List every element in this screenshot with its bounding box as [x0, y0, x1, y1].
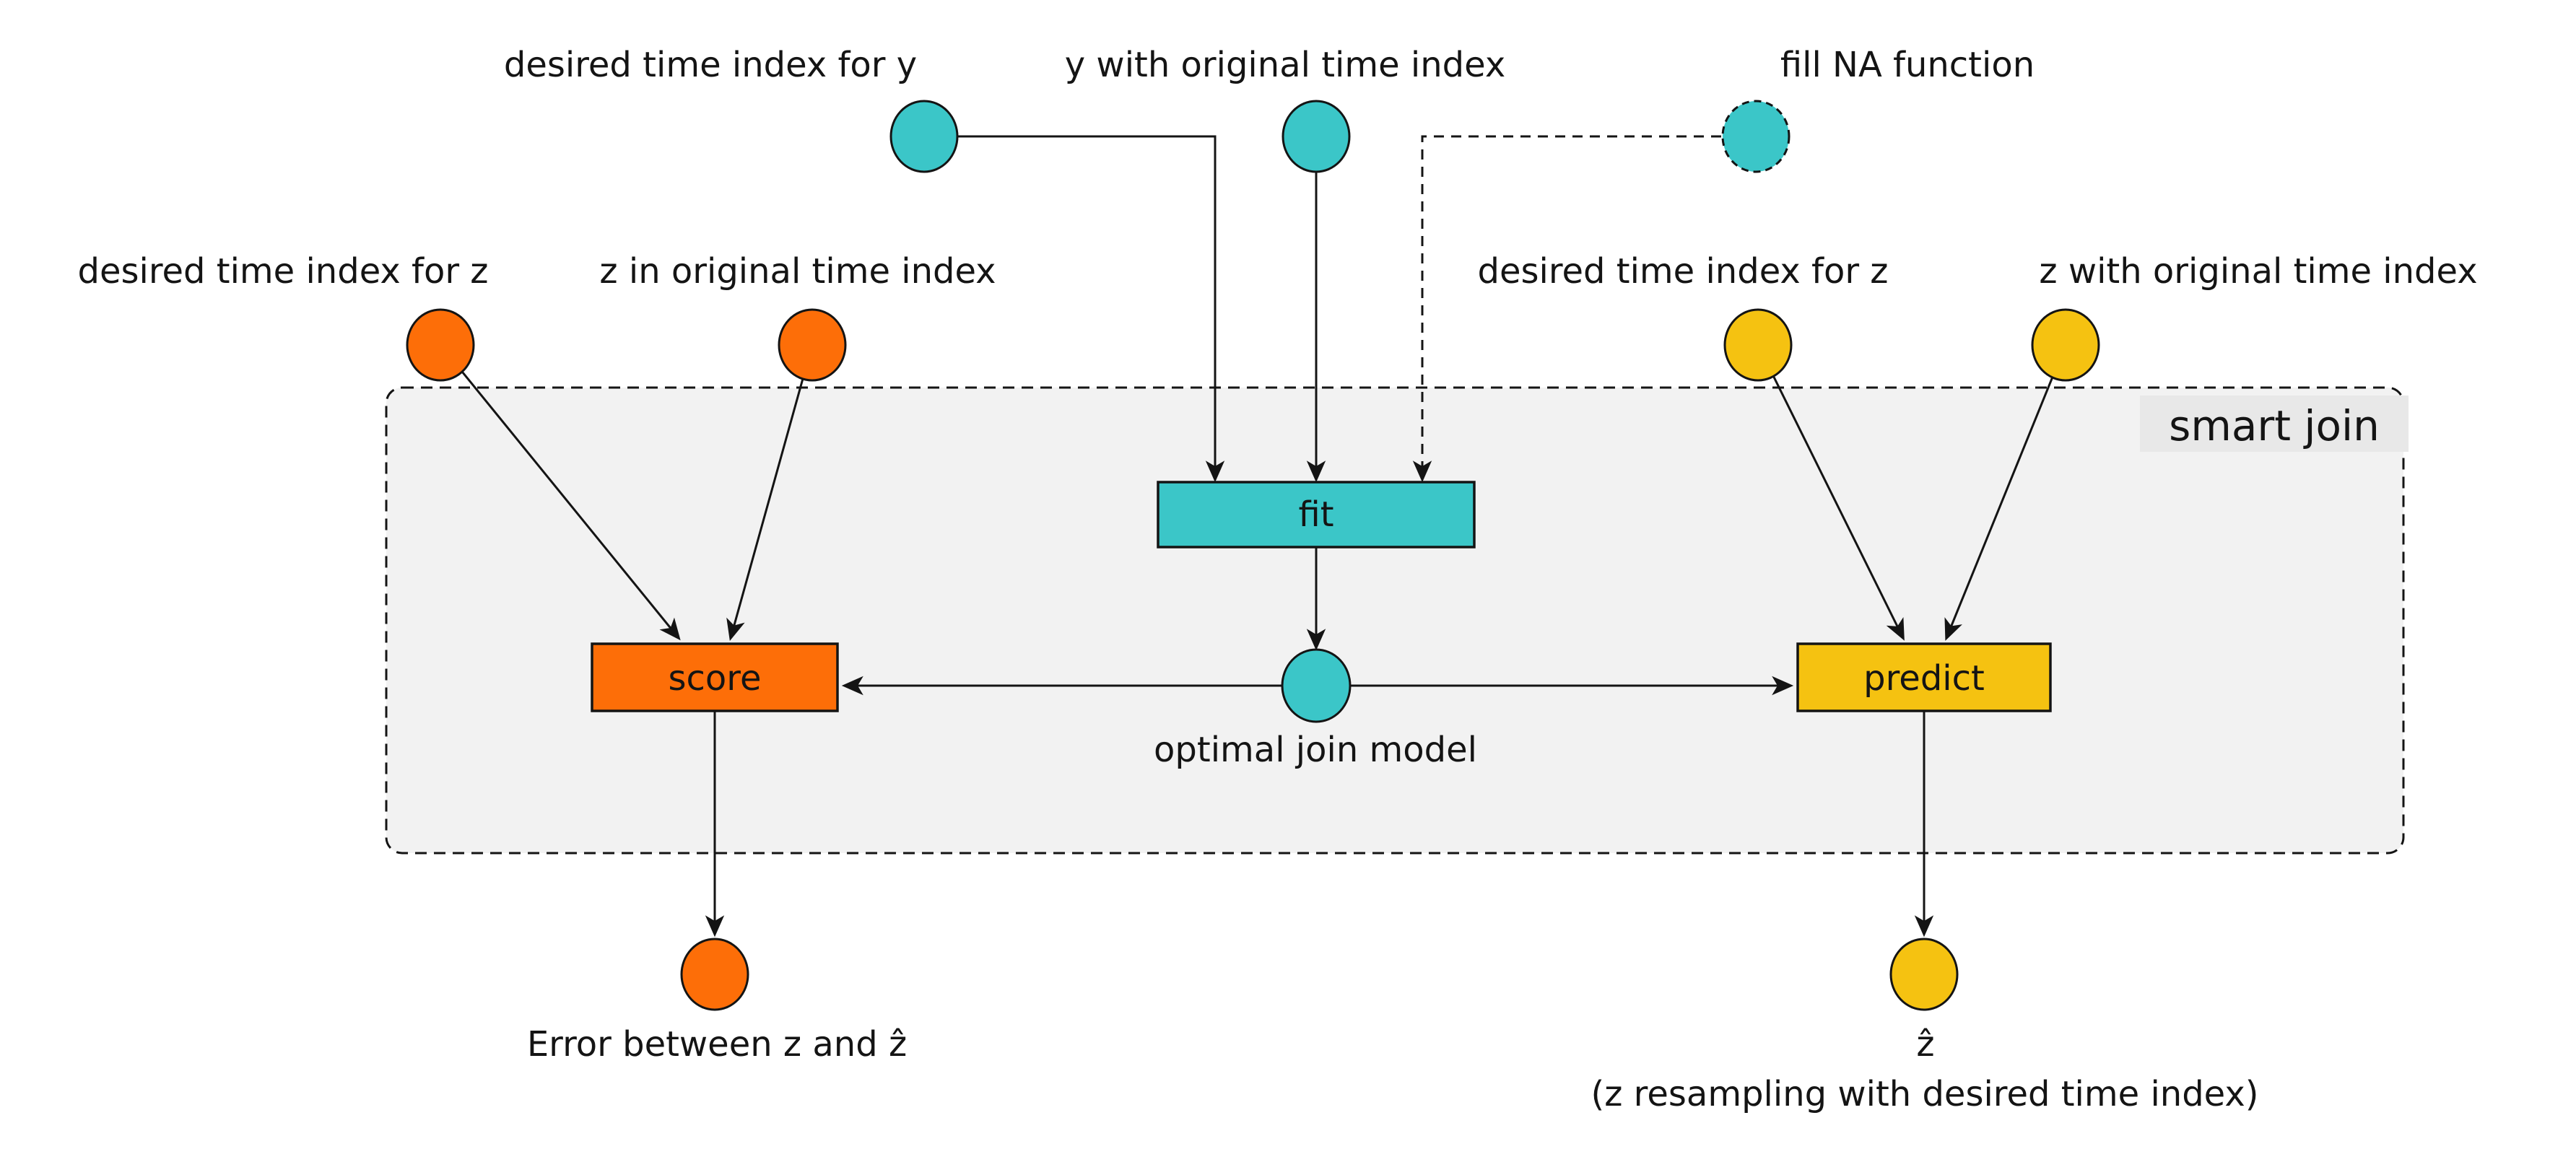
edge-fill-na-to-fit	[1412, 135, 1756, 483]
label-zhat: ẑ	[1916, 1024, 1934, 1065]
label-zhat-caption: (z resampling with desired time index)	[1591, 1074, 2259, 1114]
node-desired-time-index-z-right	[1723, 308, 1793, 382]
label-desired-time-index-z-left: desired time index for z	[77, 251, 488, 292]
edge-desired-y-to-fit	[924, 135, 1225, 483]
predict-box-label: predict	[1863, 658, 1985, 699]
node-desired-time-index-y	[889, 100, 959, 173]
smart-join-label: smart join	[2169, 401, 2380, 450]
smart-join-container	[385, 386, 2405, 855]
node-fill-na-function	[1721, 100, 1790, 173]
label-y-original-time-index: y with original time index	[1065, 45, 1505, 85]
score-box-label: score	[669, 658, 762, 699]
node-error-output	[680, 938, 749, 1011]
smart-join-label-background	[2140, 396, 2409, 452]
predict-box	[1796, 642, 2052, 712]
fit-box	[1157, 481, 1476, 549]
label-desired-time-index-y: desired time index for y	[504, 45, 917, 85]
node-desired-time-index-z-left	[406, 308, 475, 382]
node-z-original-time-index-right	[2031, 308, 2100, 382]
edge-desired-z-right-to-predict	[1757, 344, 1905, 641]
node-zhat-output	[1889, 938, 1959, 1011]
node-z-original-time-index-left	[778, 308, 847, 382]
label-optimal-join-model: optimal join model	[1154, 730, 1477, 770]
node-y-original-time-index	[1282, 100, 1351, 173]
score-box	[591, 642, 839, 712]
edge-z-original-left-to-score	[726, 344, 814, 642]
label-z-original-time-index-left: z in original time index	[599, 251, 996, 292]
label-desired-time-index-z-right: desired time index for z	[1477, 251, 1888, 292]
fit-box-label: fit	[1298, 494, 1333, 535]
edge-desired-z-left-to-score	[439, 344, 681, 641]
node-optimal-join-model	[1281, 648, 1352, 723]
edge-z-original-right-to-predict	[1944, 344, 2067, 641]
label-fill-na-function: fill NA function	[1780, 45, 2035, 85]
label-z-original-time-index-right: z with original time index	[2039, 251, 2477, 292]
label-error-output: Error between z and ẑ	[527, 1024, 907, 1065]
